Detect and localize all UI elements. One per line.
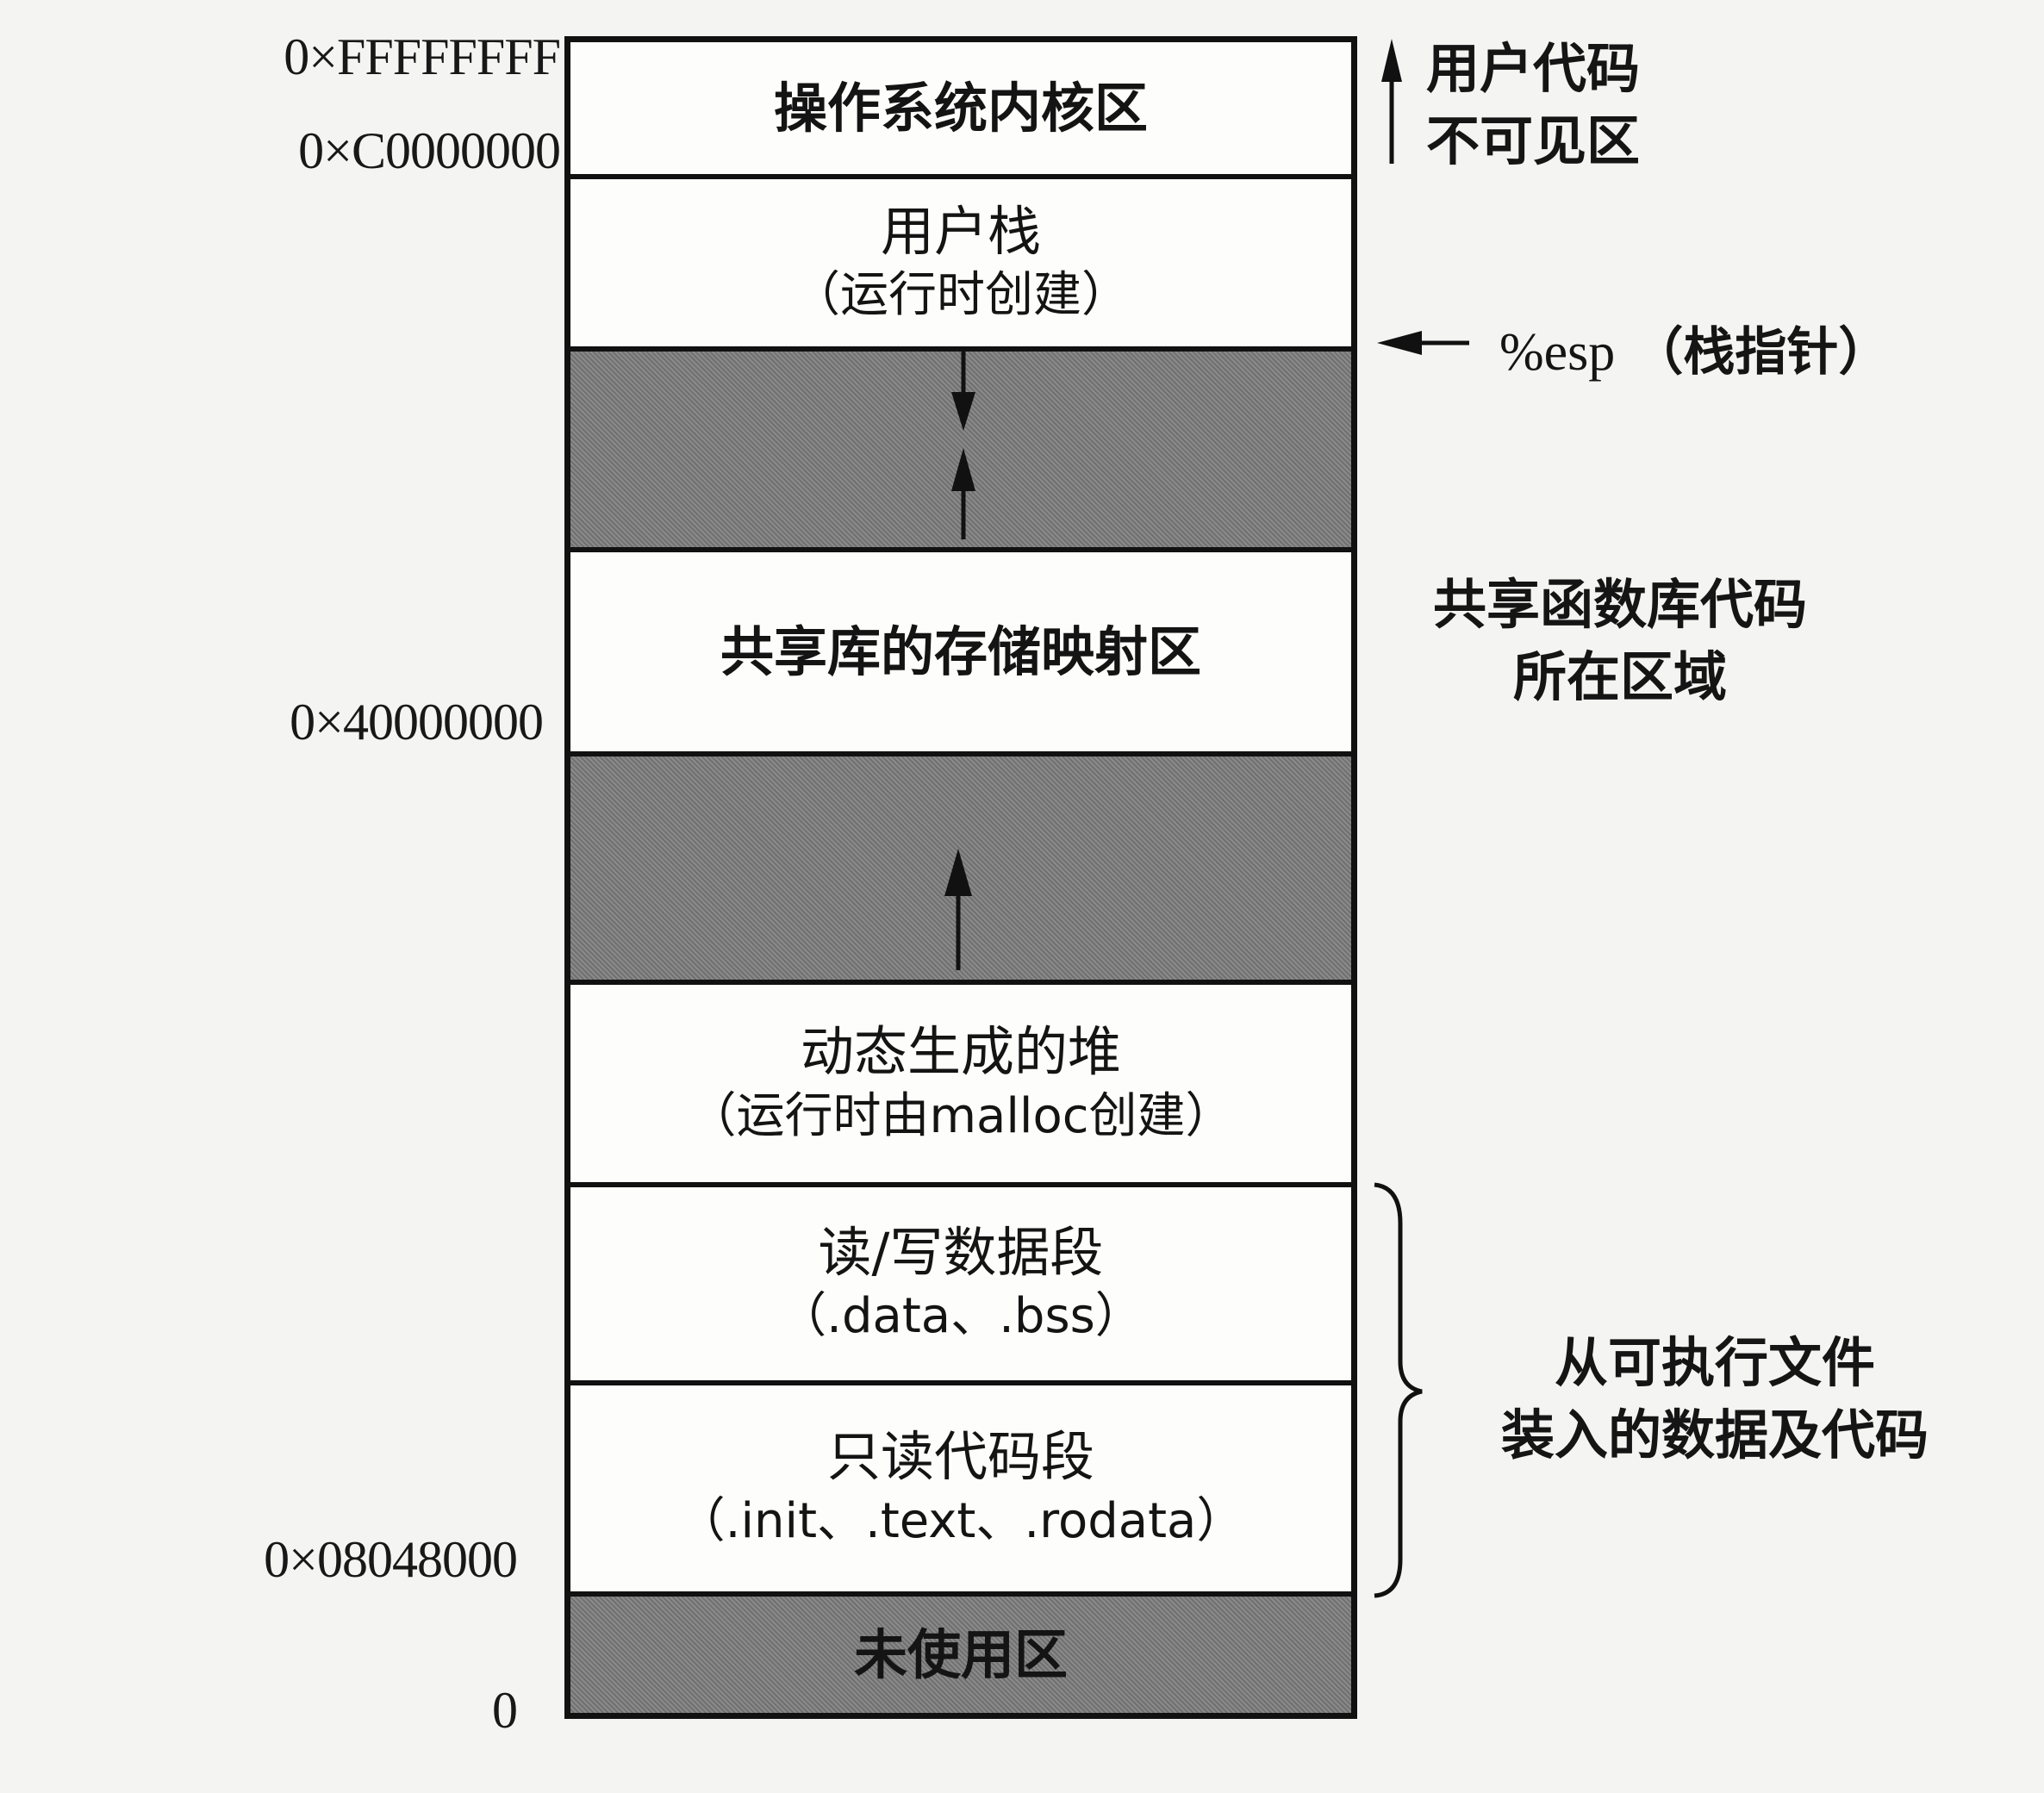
segment-rw-data: 读/写数据段 （.data、.bss） — [570, 1182, 1351, 1380]
left-arrow-icon — [1377, 331, 1469, 355]
segment-readonly-code-sublabel: （.init、.text、.rodata） — [676, 1492, 1245, 1549]
annotation-shared-lib-line2: 所在区域 — [1512, 644, 1727, 708]
segment-unused-label: 未使用区 — [853, 1622, 1068, 1686]
segment-heap: 动态生成的堆 （运行时由malloc创建） — [570, 980, 1351, 1182]
address-label-kernel-base: 0×C0000000 — [298, 122, 561, 179]
up-arrow-icon — [1381, 39, 1402, 164]
segment-heap-label: 动态生成的堆 — [800, 1020, 1121, 1084]
segment-readonly-code: 只读代码段 （.init、.text、.rodata） — [570, 1380, 1351, 1591]
segment-rw-data-label: 读/写数据段 — [818, 1220, 1104, 1284]
annotation-loaded-line2: 装入的数据及代码 — [1500, 1403, 1929, 1466]
esp-register-label: %esp — [1499, 323, 1616, 382]
annotation-shared-lib-code: 共享函数库代码 所在区域 — [1383, 569, 1857, 713]
segment-unmapped-stack-gap — [570, 346, 1351, 547]
annotation-shared-lib-line1: 共享函数库代码 — [1432, 573, 1807, 636]
address-label-code-start: 0×08048000 — [264, 1531, 518, 1588]
segment-user-stack-label: 用户栈 — [880, 199, 1041, 263]
up-arrow-icon — [951, 448, 975, 539]
annotation-user-invisible: 用户代码 不可见区 — [1426, 33, 1640, 177]
annotation-loaded-line1: 从可执行文件 — [1554, 1331, 1875, 1394]
brace-icon — [1374, 1182, 1423, 1598]
segment-shared-library-mapping: 共享库的存储映射区 — [570, 547, 1351, 751]
annotation-user-invisible-line2: 不可见区 — [1426, 109, 1641, 172]
annotation-esp: %esp （栈指针） — [1499, 310, 1890, 385]
down-arrow-icon — [951, 346, 975, 431]
segment-shared-library-label: 共享库的存储映射区 — [720, 619, 1201, 683]
segment-rw-data-sublabel: （.data、.bss） — [778, 1288, 1144, 1345]
annotation-loaded-from-executable: 从可执行文件 装入的数据及代码 — [1439, 1327, 1991, 1471]
segment-user-stack: 用户栈 （运行时创建） — [570, 174, 1351, 346]
annotation-user-invisible-line1: 用户代码 — [1426, 37, 1641, 100]
up-arrow-icon — [944, 849, 972, 970]
segment-unused: 未使用区 — [570, 1591, 1351, 1713]
segment-kernel-label: 操作系统内核区 — [773, 76, 1148, 140]
esp-description: （栈指针） — [1631, 322, 1891, 383]
address-label-shared-lib: 0×40000000 — [290, 694, 544, 750]
segment-user-stack-sublabel: （运行时创建） — [792, 267, 1130, 324]
address-label-top: 0×FFFFFFFF — [284, 28, 561, 85]
address-label-zero: 0 — [492, 1682, 518, 1739]
segment-heap-sublabel: （运行时由malloc创建） — [688, 1087, 1234, 1144]
segment-kernel: 操作系统内核区 — [570, 42, 1351, 174]
segment-readonly-code-label: 只读代码段 — [826, 1425, 1094, 1489]
